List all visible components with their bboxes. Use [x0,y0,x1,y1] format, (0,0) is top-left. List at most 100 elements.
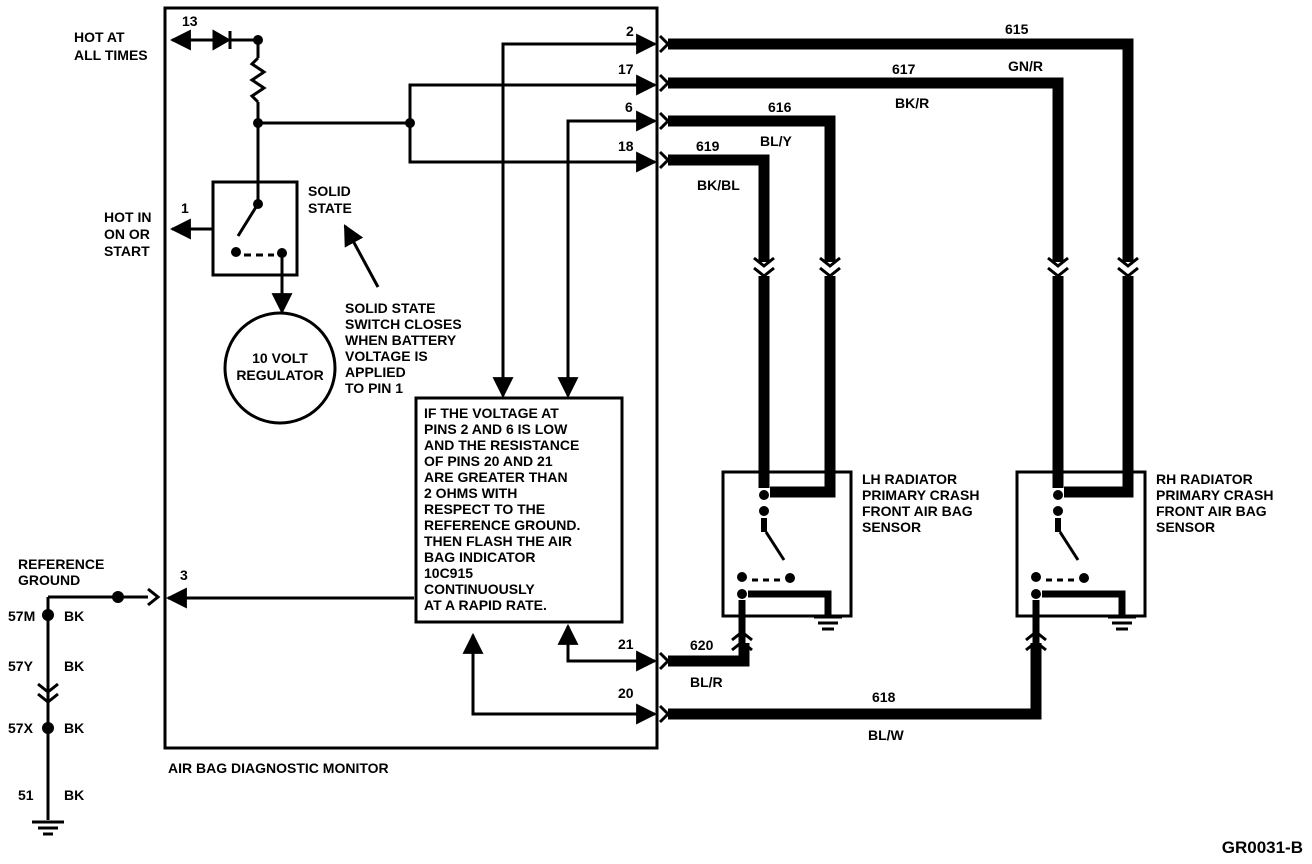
logic-line: AND THE RESISTANCE [424,437,579,453]
figure-id: GR0031-B [1222,838,1303,857]
switch-note-line2: SWITCH CLOSES [345,316,462,332]
ground-symbol-icon [814,615,842,631]
pin-20-label: 20 [618,685,634,701]
sensor-contact [737,589,747,599]
logic-line: AT A RAPID RATE. [424,597,547,613]
regulator-line2: REGULATOR [236,367,323,383]
wire-620 [668,643,750,667]
logic-line: BAG INDICATOR [424,549,535,565]
wire-616-color: BL/Y [760,133,793,149]
ref-ground-line1: REFERENCE [18,556,104,572]
pin-13-label: 13 [182,13,198,29]
sensor-contact [759,506,769,516]
ground-symbol-icon [32,820,64,836]
switch-note-line1: SOLID STATE [345,300,435,316]
switch-contact [253,199,263,209]
regulator-line1: 10 VOLT [252,350,308,366]
pin-21-wire [557,623,658,672]
wire-619-color: BK/BL [697,177,740,193]
ground-symbol-icon [1108,615,1136,631]
switch-note-line4: VOLTAGE IS [345,348,428,364]
wire-618 [668,643,1042,720]
logic-line: RESPECT TO THE [424,501,545,517]
logic-line: 2 OHMS WITH [424,485,517,501]
sensor-contact [785,573,795,583]
sensor-ground-wire [1042,590,1126,615]
lh-sensor-line4: SENSOR [862,519,921,535]
connector-symbol [731,630,753,652]
solid-state-line1: SOLID [308,183,351,199]
lh-sensor-line2: PRIMARY CRASH [862,487,979,503]
sensor-contact [759,490,769,500]
logic-line: CONTINUOUSLY [424,581,535,597]
wire-620-num: 620 [690,637,714,653]
lh-sensor-line3: FRONT AIR BAG [862,503,973,519]
pin-6-label: 6 [625,99,633,115]
hot-at-all-times-line1: HOT AT [74,29,125,45]
pin-6-wire [557,110,658,399]
circuit-57x-color: BK [64,720,84,736]
logic-line: OF PINS 20 AND 21 [424,453,553,469]
resistor-symbol [249,56,267,104]
rh-sensor-line3: FRONT AIR BAG [1156,503,1267,519]
wire-620-color: BL/R [690,674,723,690]
connector-symbol [147,587,161,607]
rh-sensor-box [1015,470,1147,618]
monitor-label: AIR BAG DIAGNOSTIC MONITOR [168,760,389,776]
wire-615-lower [1064,276,1134,498]
wire-618-num: 618 [872,689,896,705]
rh-sensor-line1: RH RADIATOR [1156,471,1253,487]
wire-619-num: 619 [696,138,720,154]
circuit-57y-num: 57Y [8,658,34,674]
wire-619 [668,154,770,262]
switch-arm [236,206,258,237]
solid-state-line2: STATE [308,200,352,216]
hot-in-line3: START [104,243,150,259]
pin-2-wire [492,33,658,399]
switch-note-line6: TO PIN 1 [345,380,403,396]
logic-line: 10C915 [424,565,473,581]
logic-line: PINS 2 AND 6 IS LOW [424,421,568,437]
note-arrow [343,224,380,288]
connector-symbol [1025,630,1047,652]
switch-note-line5: APPLIED [345,364,406,380]
pin-17-label: 17 [618,61,634,77]
harness-connector-icons [658,34,671,724]
logic-line: THEN FLASH THE AIR [424,533,572,549]
sensor-ground-wire [748,590,832,615]
hot-in-line1: HOT IN [104,209,151,225]
sensor-contact [1031,589,1041,599]
pin-21-label: 21 [618,636,634,652]
sensor-arm [1058,531,1080,561]
logic-line: ARE GREATER THAN [424,469,568,485]
rh-sensor-line2: PRIMARY CRASH [1156,487,1273,503]
circuit-57m-color: BK [64,608,84,624]
circuit-57y-color: BK [64,658,84,674]
wire-616-lower [770,276,836,498]
circuit-51-color: BK [64,787,84,803]
solid-state-box [211,180,299,277]
wire [408,74,658,123]
circuit-57x-num: 57X [8,720,34,736]
inline-connector-icons [753,256,1139,278]
switch-contact [231,247,241,257]
wire-615-num: 615 [1005,21,1029,37]
pin-2-label: 2 [626,23,634,39]
lh-sensor-box [721,470,853,618]
junction-dot [42,722,54,734]
hot-at-all-times-line2: ALL TIMES [74,47,148,63]
wire-617 [668,77,1064,262]
hot-in-line2: ON OR [104,226,150,242]
logic-note: IF THE VOLTAGE AT PINS 2 AND 6 IS LOW AN… [424,405,580,613]
wire-618-color: BL/W [868,727,905,743]
wire-616 [668,115,836,262]
regulator-circle [223,311,337,425]
pin-18-label: 18 [618,138,634,154]
connector-symbol [37,682,59,704]
pin-3-label: 3 [180,567,188,583]
sensor-contact [1031,572,1041,582]
pin-1-label: 1 [181,200,189,216]
wire-615 [668,38,1134,262]
ref-ground-line2: GROUND [18,572,80,588]
